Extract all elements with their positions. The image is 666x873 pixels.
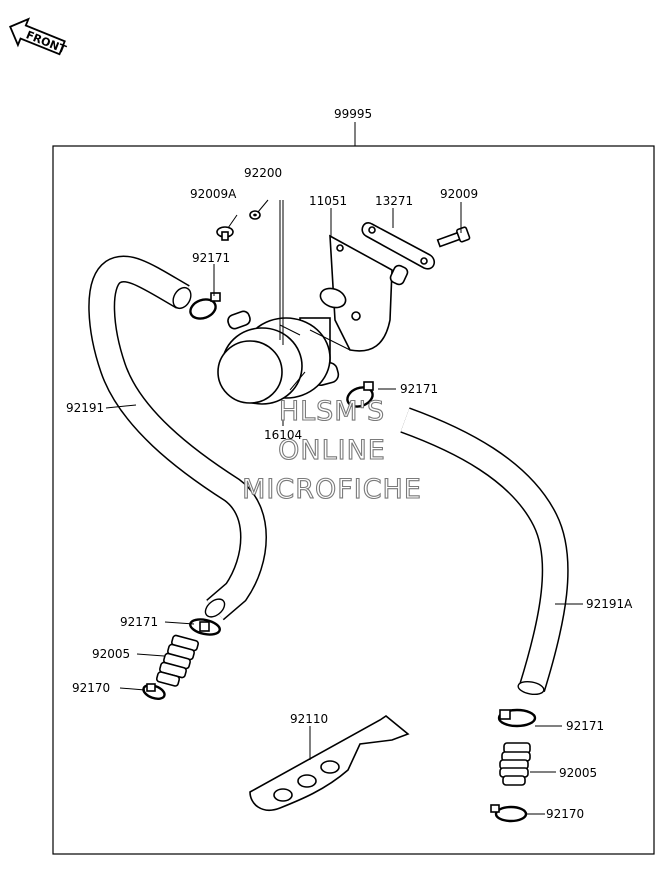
clamp-92171-top-icon — [189, 292, 221, 320]
plate-13271-icon — [361, 222, 436, 286]
clamp-92171-left-icon — [189, 618, 221, 636]
bolt-92009-icon — [436, 226, 471, 248]
bracket-92110-icon — [249, 715, 410, 811]
part-label-92200: 92200 — [244, 166, 282, 180]
washer-92200-icon — [249, 210, 261, 220]
part-label-92191: 92191 — [66, 401, 104, 415]
part-label-92191A: 92191A — [586, 597, 633, 611]
fitting-92005-left-icon — [155, 634, 199, 687]
watermark-line-2: ONLINE — [278, 435, 386, 466]
part-label-92005-right: 92005 — [559, 766, 597, 780]
watermark-line-3: MICROFICHE — [242, 474, 422, 505]
part-label-92170-right: 92170 — [546, 807, 584, 821]
part-label-13271: 13271 — [375, 194, 413, 208]
clamp-92171-mid-icon — [346, 381, 374, 408]
watermark: HLSM'S ONLINE MICROFICHE — [242, 395, 422, 505]
bracket-11051-icon — [309, 234, 393, 352]
front-arrow-label: FRONT — [24, 28, 68, 56]
fitting-92005-right-icon — [499, 742, 531, 786]
part-label-92171-top: 92171 — [192, 251, 230, 265]
part-label-92110: 92110 — [290, 712, 328, 726]
clamp-92170-left-icon — [142, 683, 166, 700]
bolt-92009A-icon — [216, 226, 234, 241]
part-label-92170-left: 92170 — [72, 681, 110, 695]
leader-lines — [105, 199, 583, 815]
frame-label-99995: 99995 — [334, 107, 372, 121]
part-label-11051: 11051 — [309, 194, 347, 208]
part-label-92009: 92009 — [440, 187, 478, 201]
part-label-92171-right: 92171 — [566, 719, 604, 733]
assembly-frame — [52, 145, 655, 855]
watermark-line-1: HLSM'S — [279, 396, 385, 427]
clamp-92171-right-icon — [497, 708, 537, 728]
part-label-92171-left: 92171 — [120, 615, 158, 629]
front-arrow-icon: FRONT — [9, 17, 68, 56]
hose-92191A — [400, 407, 569, 696]
part-label-92009A: 92009A — [190, 187, 237, 201]
part-label-92171-mid: 92171 — [400, 382, 438, 396]
part-label-92005-left: 92005 — [92, 647, 130, 661]
part-label-16104: 16104 — [264, 428, 302, 442]
valve-16104-icon — [217, 310, 340, 405]
clamp-92170-right-icon — [490, 804, 528, 823]
hose-92191 — [88, 255, 267, 621]
